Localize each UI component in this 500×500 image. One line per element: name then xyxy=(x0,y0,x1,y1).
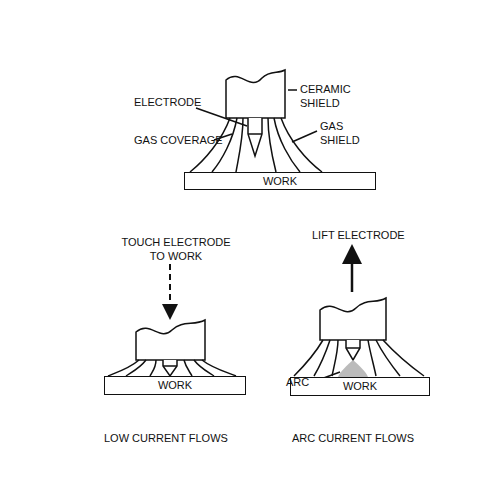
work-label: WORK xyxy=(263,175,297,187)
leader-line xyxy=(196,108,247,126)
work-plate: WORK xyxy=(184,172,376,190)
leader-line xyxy=(288,89,297,91)
ceramic-shield xyxy=(226,70,285,118)
leader-line xyxy=(292,131,317,142)
arc xyxy=(338,360,368,377)
part-label: LIFT ELECTRODE xyxy=(312,229,412,243)
gas-lines xyxy=(108,360,236,376)
part-label: ARC CURRENT FLOWS xyxy=(292,432,422,446)
gas-lines xyxy=(294,340,424,376)
lift-arrow xyxy=(351,254,354,292)
ceramic-shield xyxy=(320,298,386,340)
part-label: TOUCH ELECTRODE TO WORK xyxy=(118,236,234,264)
work-plate: WORK xyxy=(104,376,246,395)
electrode xyxy=(248,118,262,156)
work-plate: WORK xyxy=(290,377,430,396)
touch-arrow xyxy=(169,264,171,312)
part-label: ELECTRODE xyxy=(134,96,214,110)
electrode xyxy=(346,340,360,360)
part-label: GAS SHIELD xyxy=(320,120,365,148)
part-label: LOW CURRENT FLOWS xyxy=(104,432,234,446)
part-label: CERAMIC SHIELD xyxy=(300,83,360,111)
work-label: WORK xyxy=(158,379,192,391)
work-label: WORK xyxy=(343,380,377,392)
part-label: GAS COVERAGE xyxy=(134,134,234,148)
electrode xyxy=(163,360,177,376)
ceramic-shield xyxy=(136,320,205,360)
part-label: ARC xyxy=(286,376,316,390)
